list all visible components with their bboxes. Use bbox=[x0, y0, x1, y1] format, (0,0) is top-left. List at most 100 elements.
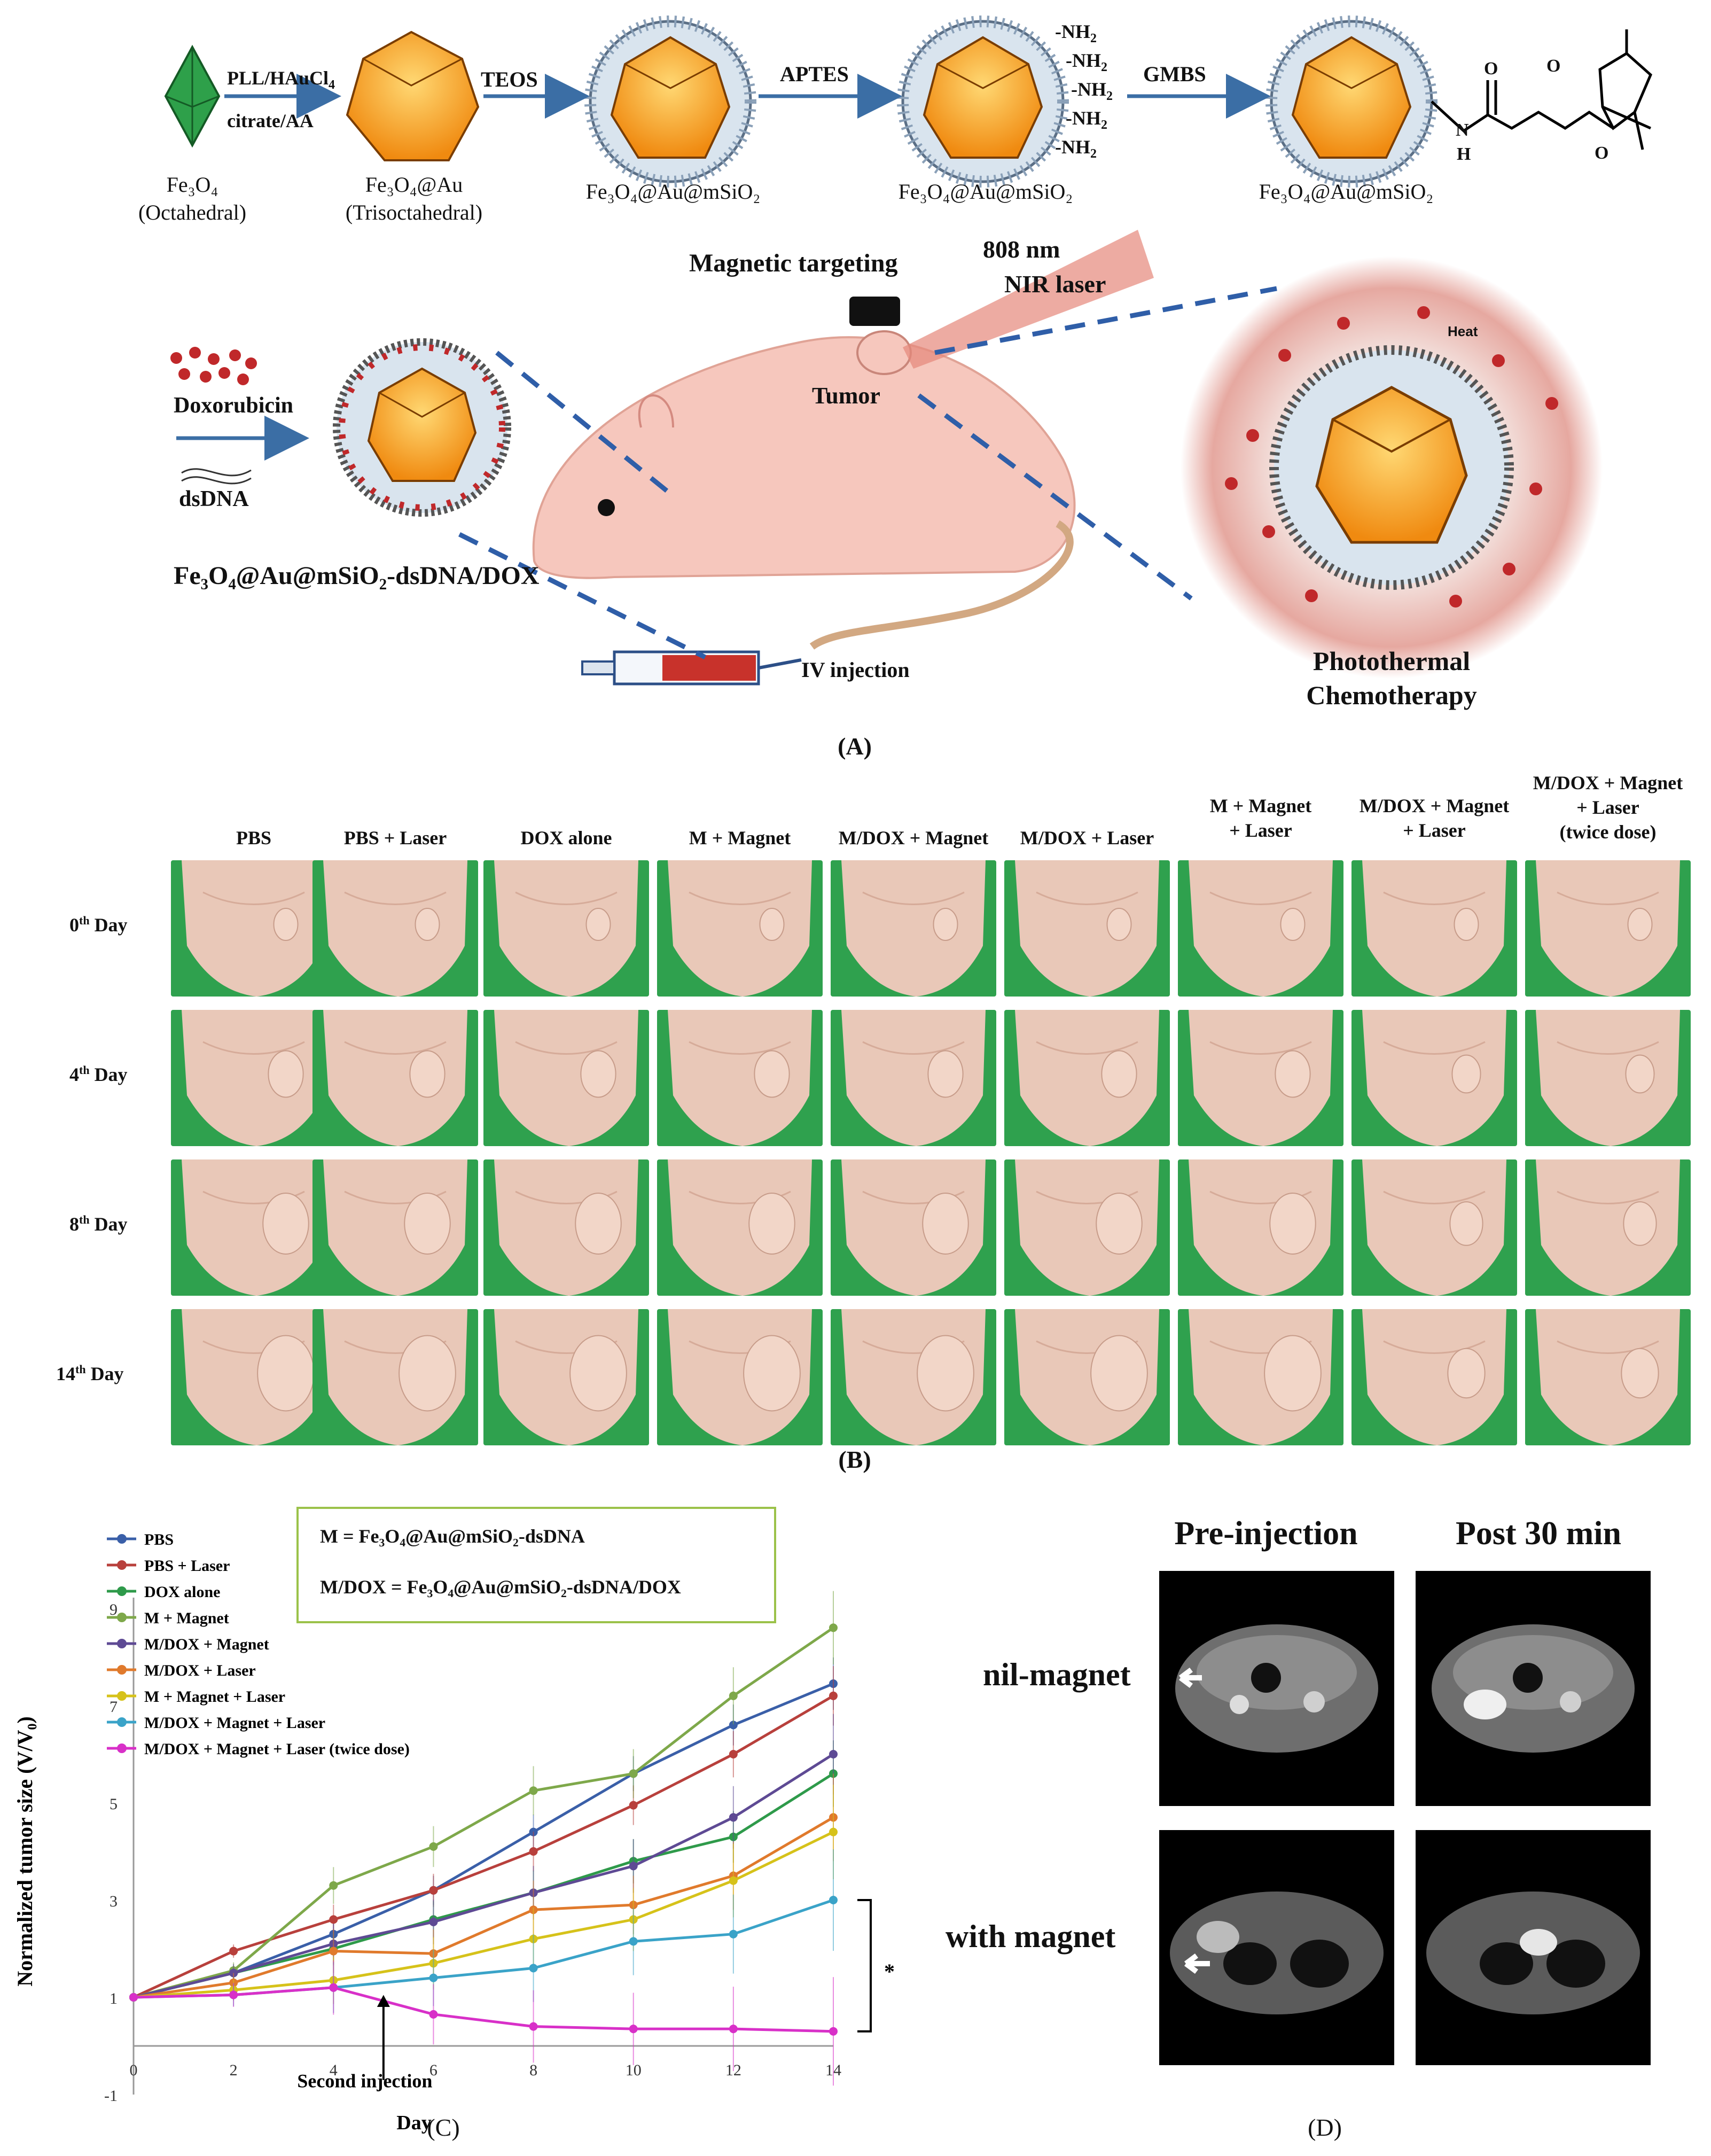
mouse-photo-r1-c9 bbox=[1525, 860, 1691, 997]
data-point bbox=[329, 1881, 338, 1890]
legend-label-1: PBS bbox=[144, 1531, 174, 1548]
column-header-line: PBS bbox=[236, 827, 272, 849]
structure-label-4: Fe₃O₄@Au@mSiO₂ bbox=[898, 180, 1073, 204]
mouse-photo-r1-c2 bbox=[312, 860, 478, 997]
data-point bbox=[629, 1862, 638, 1871]
legend-marker-6 bbox=[117, 1665, 127, 1675]
mouse-photo-r3-c9 bbox=[1525, 1159, 1691, 1296]
series-line-9 bbox=[133, 1986, 834, 2033]
mouse-photo-r3-c1 bbox=[171, 1159, 337, 1296]
mouse-photo-r2-c3 bbox=[483, 1010, 649, 1146]
mouse-photo-r4-c3 bbox=[483, 1309, 649, 1445]
mri-arrow-icon bbox=[1184, 1953, 1210, 1974]
data-point bbox=[729, 1813, 738, 1822]
mri-image-with-post bbox=[1416, 1830, 1651, 2065]
mri-row-label-with: with magnet bbox=[946, 1919, 1116, 1954]
legend-marker-9 bbox=[117, 1744, 127, 1753]
mouse-photo-r4-c8 bbox=[1351, 1309, 1517, 1445]
msio2-particle-icon-1 bbox=[584, 15, 756, 188]
data-point bbox=[829, 1691, 838, 1700]
structure-label-3: Fe₃O₄@Au@mSiO₂ bbox=[585, 180, 761, 204]
doxorubicin-label: Doxorubicin bbox=[174, 393, 294, 418]
row-label-1: 0th Day bbox=[69, 914, 128, 936]
data-point bbox=[729, 1876, 738, 1885]
column-header-line: M + Magnet bbox=[1209, 795, 1312, 816]
legend-label-3: DOX alone bbox=[144, 1583, 221, 1601]
data-point bbox=[229, 1947, 238, 1956]
mri-header-pre: Pre-injection bbox=[1174, 1515, 1358, 1552]
msio2-particle-icon-2 bbox=[897, 15, 1069, 188]
data-point bbox=[829, 2027, 838, 2036]
series-line-7 bbox=[133, 1831, 834, 1999]
legend-marker-4 bbox=[117, 1613, 127, 1622]
mouse-photo-r1-c5 bbox=[831, 860, 996, 997]
data-point bbox=[529, 1847, 538, 1856]
dsdna-label: dsDNA bbox=[179, 487, 249, 511]
y-tick-label: -1 bbox=[104, 2087, 118, 2105]
mri-row-label-nil: nil-magnet bbox=[983, 1657, 1131, 1692]
mouse-photo-r3-c5 bbox=[831, 1159, 996, 1296]
data-point bbox=[629, 2025, 638, 2034]
x-tick-label: 2 bbox=[230, 2061, 238, 2079]
mouse-photo-r1-c8 bbox=[1351, 860, 1517, 997]
mouse-photo-r2-c1 bbox=[171, 1010, 337, 1146]
data-point bbox=[429, 1973, 438, 1982]
x-tick-label: 8 bbox=[529, 2061, 537, 2079]
legend-marker-7 bbox=[117, 1691, 127, 1701]
data-point bbox=[429, 1886, 438, 1895]
reagent-label-pll: PLL/HAuCl4 bbox=[227, 67, 335, 92]
column-header-line: DOX alone bbox=[520, 827, 612, 849]
mouse-photo-r4-c5 bbox=[831, 1309, 996, 1445]
structure-label-2: Fe₃O₄@Au(Trisoctahedral) bbox=[345, 173, 483, 224]
x-tick-label: 4 bbox=[330, 2061, 338, 2079]
column-header-line: M/DOX + Magnet bbox=[1359, 795, 1510, 816]
mouse-photo-r3-c6 bbox=[1004, 1159, 1170, 1296]
column-header-line: M/DOX + Magnet bbox=[1533, 772, 1683, 793]
mouse-photo-r2-c4 bbox=[657, 1010, 823, 1146]
column-header-7: M + Magnet + Laser bbox=[1178, 793, 1343, 843]
y-tick-label: 3 bbox=[110, 1893, 118, 1910]
data-point bbox=[529, 1786, 538, 1795]
data-point bbox=[329, 1983, 338, 1992]
mouse-photo-r1-c7 bbox=[1178, 860, 1343, 997]
significance-star: * bbox=[884, 1959, 895, 1983]
syringe-icon bbox=[581, 650, 802, 686]
data-point bbox=[429, 1917, 438, 1926]
maleimide-linker-icon bbox=[1431, 29, 1653, 150]
definition-box: M = Fe₃O₄@Au@mSiO₂-dsDNA M/DOX = Fe₃O₄@A… bbox=[296, 1507, 776, 1623]
significance-bracket bbox=[857, 1899, 872, 2033]
mouse-photo-r2-c2 bbox=[312, 1010, 478, 1146]
mouse-photo-r1-c1 bbox=[171, 860, 337, 997]
fe3o4-octahedron-icon bbox=[164, 44, 221, 148]
mouse-photo-r3-c4 bbox=[657, 1159, 823, 1296]
mouse-photo-r4-c4 bbox=[657, 1309, 823, 1445]
column-header-line: + Laser bbox=[1576, 797, 1639, 818]
mouse-illustration bbox=[532, 297, 1076, 650]
mouse-photo-r4-c2 bbox=[312, 1309, 478, 1445]
data-point bbox=[729, 1691, 738, 1700]
mouse-photo-r4-c1 bbox=[171, 1309, 337, 1445]
column-header-4: M + Magnet bbox=[657, 826, 823, 850]
x-tick-label: 0 bbox=[130, 2061, 138, 2079]
column-header-6: M/DOX + Laser bbox=[1004, 826, 1170, 850]
series-line-4 bbox=[133, 1626, 834, 1999]
column-header-line: (twice dose) bbox=[1559, 821, 1657, 843]
series-line-6 bbox=[133, 1816, 834, 1999]
row-label-2: 4th Day bbox=[69, 1063, 128, 1085]
amide-h: H bbox=[1457, 144, 1471, 164]
structure-label-1: Fe₃O₄(Octahedral) bbox=[138, 173, 247, 224]
complex-label: Fe₃O₄@Au@mSiO₂-dsDNA/DOX bbox=[174, 562, 540, 590]
data-point bbox=[729, 1750, 738, 1758]
column-header-9: M/DOX + Magnet + Laser (twice dose) bbox=[1525, 770, 1691, 844]
definition-m: M = Fe₃O₄@Au@mSiO₂-dsDNA bbox=[320, 1525, 585, 1547]
structure-label-5: Fe₃O₄@Au@mSiO₂ bbox=[1259, 180, 1434, 204]
y-tick-label: 9 bbox=[110, 1601, 118, 1618]
data-point bbox=[429, 1842, 438, 1851]
column-header-line: + Laser bbox=[1229, 820, 1292, 841]
iv-injection-label: IV injection bbox=[801, 658, 910, 682]
mouse-photo-r2-c6 bbox=[1004, 1010, 1170, 1146]
